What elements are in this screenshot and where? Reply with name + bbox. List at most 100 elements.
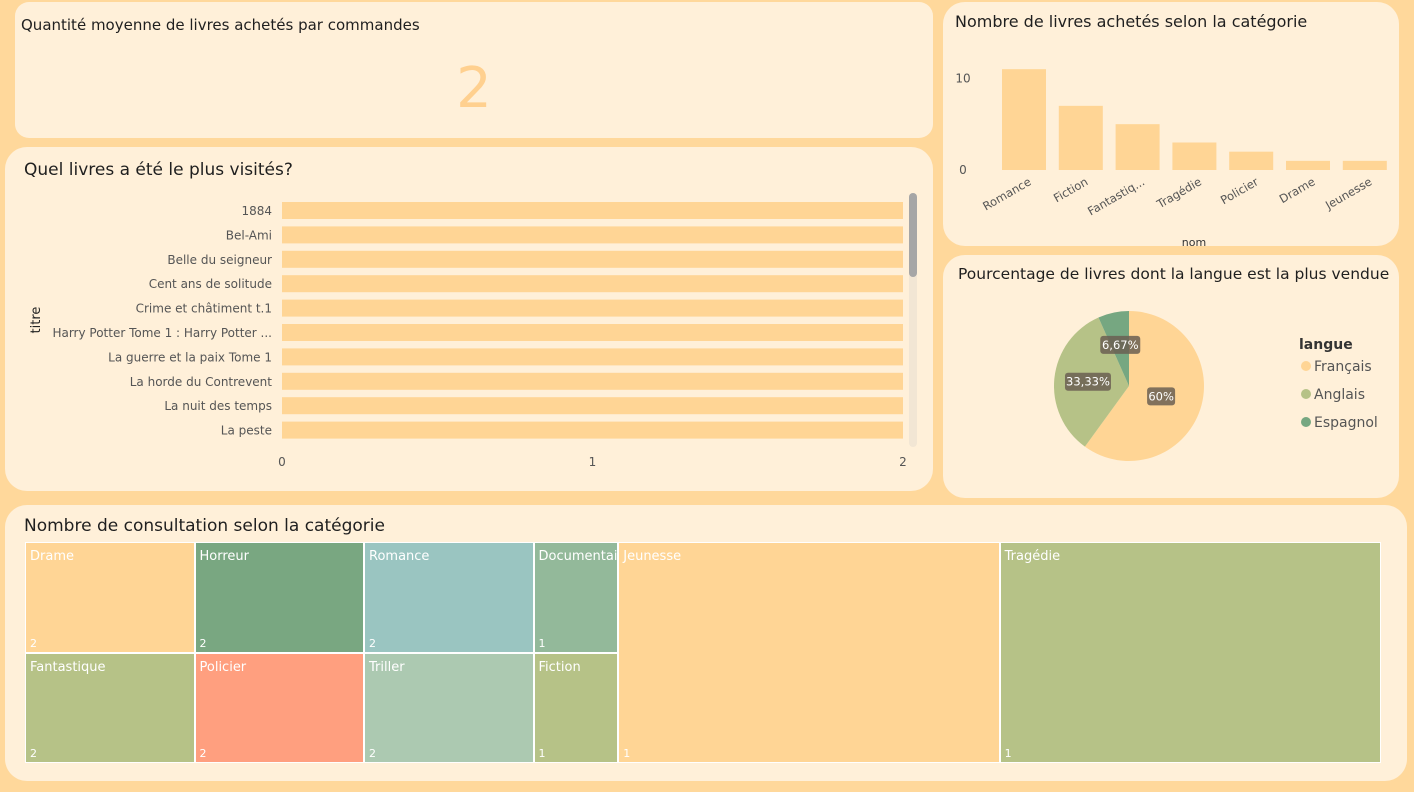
y-tick-label: Cent ans de solitude (149, 277, 272, 291)
kpi-card: Quantité moyenne de livres achetés par c… (15, 2, 933, 138)
x-tick-label: 1 (589, 455, 597, 469)
treemap-tile-label: Horreur (199, 549, 250, 564)
x-tick-label: Romance (980, 174, 1033, 213)
bar-romance[interactable] (1002, 69, 1046, 170)
consultations-treemap-title: Nombre de consultation selon la catégori… (24, 516, 385, 536)
legend-label: Anglais (1314, 387, 1365, 403)
x-axis-title: nom (1182, 236, 1206, 246)
bar-tragedie[interactable] (1172, 142, 1217, 171)
language-pie-card: Pourcentage de livres dont la langue est… (943, 255, 1399, 498)
treemap-tile-drame[interactable]: Drame 2 (25, 542, 195, 653)
x-tick-label: Drame (1277, 174, 1318, 206)
data-label: 60% (1148, 389, 1174, 403)
legend-item-espagnol[interactable]: Espagnol (1301, 415, 1378, 431)
bar-la-horde-du-contrevent[interactable] (282, 372, 903, 390)
y-tick-label: 1884 (241, 204, 272, 218)
legend-label: Français (1314, 359, 1372, 375)
y-tick-label: La peste (221, 424, 272, 438)
data-label: 33,33% (1066, 375, 1110, 389)
most-visited-books-title: Quel livres a été le plus visités? (24, 160, 293, 180)
treemap-tile-jeunesse[interactable]: Jeunesse 1 (618, 542, 1000, 763)
bar-la-guerre-et-la-paix-tome-1[interactable] (282, 348, 903, 366)
y-tick-label: Bel-Ami (226, 228, 272, 242)
bar-bel-ami[interactable] (282, 226, 903, 244)
x-tick-label: Fantastiq... (1085, 174, 1147, 218)
data-label-box (1147, 387, 1176, 406)
treemap-tile-value: 1 (1004, 747, 1012, 760)
data-label-box (1064, 372, 1111, 391)
treemap-tile-value: 2 (369, 747, 376, 760)
treemap-tile-label: Drame (30, 549, 74, 564)
bar-1884[interactable] (282, 202, 903, 219)
treemap-tile-value: 2 (30, 636, 37, 650)
treemap-tile-value: 2 (199, 636, 207, 650)
treemap-tile-value: 2 (369, 636, 376, 650)
bar-cent-ans-de-solitude[interactable] (282, 275, 903, 293)
language-pie-chart: 60% 33,33% 6,67% (1054, 311, 1204, 462)
y-tick-label: Crime et châtiment t.1 (136, 302, 272, 316)
bar-belle-du-seigneur[interactable] (282, 250, 903, 268)
bar-harry-potter-tome-1-harry-potter[interactable] (282, 324, 903, 341)
treemap-tile-value: 1 (538, 636, 546, 650)
x-tick-label: 2 (899, 455, 907, 469)
x-tick-label: Tragédie (1154, 174, 1204, 211)
bar-jeunesse[interactable] (1342, 160, 1387, 170)
legend-dot-icon (1301, 389, 1311, 399)
y-tick-label: La horde du Contrevent (130, 375, 273, 389)
treemap-tile-value: 2 (30, 747, 37, 760)
treemap-tile-label: Fantastique (30, 659, 106, 675)
treemap-tile-policier[interactable]: Policier 2 (194, 652, 364, 763)
language-pie-title: Pourcentage de livres dont la langue est… (958, 265, 1390, 283)
y-axis-title: titre (29, 307, 44, 334)
treemap-tile-label: Policier (199, 659, 247, 675)
y-tick-label: Harry Potter Tome 1 : Harry Potter ... (52, 326, 272, 340)
data-label: 6,67% (1102, 338, 1139, 352)
kpi-value: 2 (456, 56, 492, 121)
books-by-category-title: Nombre de livres achetés selon la catégo… (955, 12, 1308, 31)
y-tick-label: La nuit des temps (164, 399, 272, 413)
y-tick-label: La guerre et la paix Tome 1 (108, 350, 272, 364)
treemap-tile-value: 1 (538, 747, 546, 760)
legend-dot-icon (1301, 417, 1311, 427)
treemap-tile-label: Jeunesse (623, 549, 682, 564)
bar-policier[interactable] (1229, 151, 1274, 170)
treemap-tile-value: 2 (199, 747, 207, 760)
treemap-tile-value: 1 (623, 747, 631, 760)
bar-la-peste[interactable] (282, 421, 903, 439)
bar-fantastiq[interactable] (1115, 124, 1160, 170)
treemap-tile-romance[interactable]: Romance 2 (364, 542, 534, 653)
bar-drame[interactable] (1286, 160, 1330, 170)
bar-crime-et-chatiment-t-1[interactable] (282, 299, 903, 317)
legend-item-francais[interactable]: Français (1301, 359, 1372, 375)
legend-title: langue (1299, 337, 1353, 353)
legend-dot-icon (1301, 361, 1311, 371)
y-tick-label: Belle du seigneur (167, 253, 272, 267)
treemap-tile-tragedie[interactable]: Tragédie 1 (999, 542, 1381, 763)
bar-fiction[interactable] (1058, 105, 1103, 170)
legend-item-anglais[interactable]: Anglais (1301, 387, 1365, 403)
x-tick-label: Policier (1218, 174, 1261, 207)
pie-slice-francais[interactable] (1084, 311, 1204, 462)
chart-scrollbar-thumb[interactable] (909, 193, 917, 277)
chart-scrollbar-track[interactable] (909, 193, 917, 447)
treemap-tile-fantastique[interactable]: Fantastique 2 (25, 652, 195, 763)
books-by-category-card: Nombre de livres achetés selon la catégo… (943, 2, 1399, 246)
treemap-tile-horreur[interactable]: Horreur 2 (194, 542, 364, 653)
treemap-tile-label: Tragédie (1004, 549, 1061, 564)
bar-la-nuit-des-temps[interactable] (282, 397, 903, 415)
x-tick-label: Fiction (1051, 174, 1090, 205)
consultations-treemap-card: Nombre de consultation selon la catégori… (5, 505, 1407, 781)
x-tick-label: Jeunesse (1322, 174, 1374, 212)
treemap-tile-label: Triller (369, 659, 405, 675)
y-tick-label: 0 (959, 163, 967, 177)
treemap-tile-label: Documentaire (538, 549, 631, 564)
data-label-box (1100, 335, 1141, 354)
legend-label: Espagnol (1314, 415, 1378, 431)
x-tick-label: 0 (278, 455, 286, 469)
treemap-tile-label: Romance (369, 549, 430, 564)
treemap-tile-documentaire[interactable]: Documentaire 1 (533, 542, 630, 653)
treemap-tile-triller[interactable]: Triller 2 (364, 652, 534, 763)
